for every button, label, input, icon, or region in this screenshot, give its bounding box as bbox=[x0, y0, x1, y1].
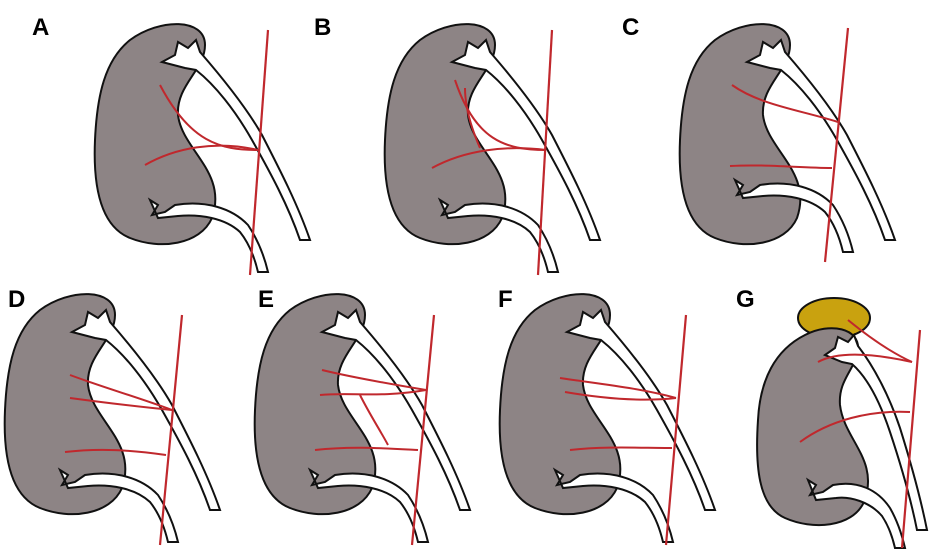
panel-label: C bbox=[622, 16, 639, 40]
kidney-diagram bbox=[730, 280, 949, 550]
kidney-diagram bbox=[600, 0, 920, 280]
kidney-diagram bbox=[250, 280, 510, 550]
renal-artery bbox=[570, 448, 672, 451]
panel-b: B bbox=[300, 0, 620, 280]
panel-label: G bbox=[736, 288, 755, 312]
panel-f: F bbox=[490, 280, 750, 550]
kidney-diagram bbox=[0, 0, 320, 280]
panel-d: D bbox=[0, 280, 260, 550]
kidney-diagram bbox=[490, 280, 750, 550]
panel-a: A bbox=[0, 0, 320, 280]
kidney-diagram bbox=[0, 280, 260, 550]
panel-label: B bbox=[314, 16, 331, 40]
panel-label: D bbox=[8, 288, 25, 312]
panel-label: F bbox=[498, 288, 513, 312]
panel-label: E bbox=[258, 288, 274, 312]
panel-e: E bbox=[250, 280, 510, 550]
kidney-diagram bbox=[300, 0, 620, 280]
panel-g: G bbox=[730, 280, 949, 550]
panel-c: C bbox=[600, 0, 920, 280]
panel-label: A bbox=[32, 16, 49, 40]
